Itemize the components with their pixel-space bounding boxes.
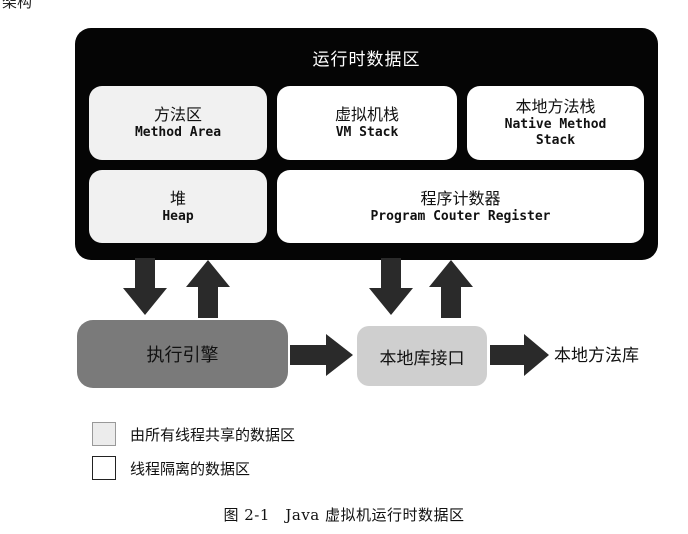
method-area-zh: 方法区 — [153, 105, 202, 124]
native-method-stack-en: Native Method Stack — [504, 117, 607, 148]
arrow-up-from-engine — [186, 260, 230, 318]
method-area-box: 方法区 Method Area — [89, 86, 267, 160]
legend-isolated-label: 线程隔离的数据区 — [130, 459, 251, 478]
execution-engine-box: 执行引擎 — [77, 320, 288, 388]
legend-shared-swatch — [92, 422, 116, 446]
legend-isolated-swatch — [92, 456, 116, 480]
arrow-engine-to-interface — [290, 334, 353, 376]
native-method-stack-box: 本地方法栈 Native Method Stack — [467, 86, 644, 160]
corner-text: 架构 — [2, 0, 33, 11]
program-counter-zh: 程序计数器 — [420, 188, 501, 208]
heap-en: Heap — [162, 208, 194, 224]
native-library-label: 本地方法库 — [554, 346, 639, 366]
native-interface-label: 本地库接口 — [379, 348, 465, 369]
vm-stack-en: VM Stack — [335, 125, 399, 140]
legend-shared-label: 由所有线程共享的数据区 — [130, 425, 296, 444]
arrow-down-to-interface — [369, 258, 413, 315]
vm-stack-box: 虚拟机栈 VM Stack — [277, 86, 457, 160]
native-method-stack-zh: 本地方法栈 — [515, 97, 596, 116]
program-counter-box: 程序计数器 Program Couter Register — [277, 170, 644, 243]
legend-shared: 由所有线程共享的数据区 — [92, 422, 295, 446]
legend-isolated: 线程隔离的数据区 — [92, 456, 250, 480]
program-counter-en: Program Couter Register — [370, 208, 551, 224]
runtime-data-area-title: 运行时数据区 — [312, 50, 421, 70]
vm-stack-zh: 虚拟机栈 — [334, 105, 399, 124]
method-area-en: Method Area — [134, 125, 222, 140]
figure-caption: 图 2-1 Java 虚拟机运行时数据区 — [223, 506, 465, 524]
arrow-up-from-interface — [429, 260, 473, 318]
arrow-down-to-engine — [123, 258, 167, 315]
heap-zh: 堆 — [169, 188, 186, 208]
execution-engine-label: 执行引擎 — [146, 345, 219, 366]
native-interface-box: 本地库接口 — [357, 326, 487, 386]
arrow-interface-to-library — [490, 334, 549, 376]
heap-box: 堆 Heap — [89, 170, 267, 243]
